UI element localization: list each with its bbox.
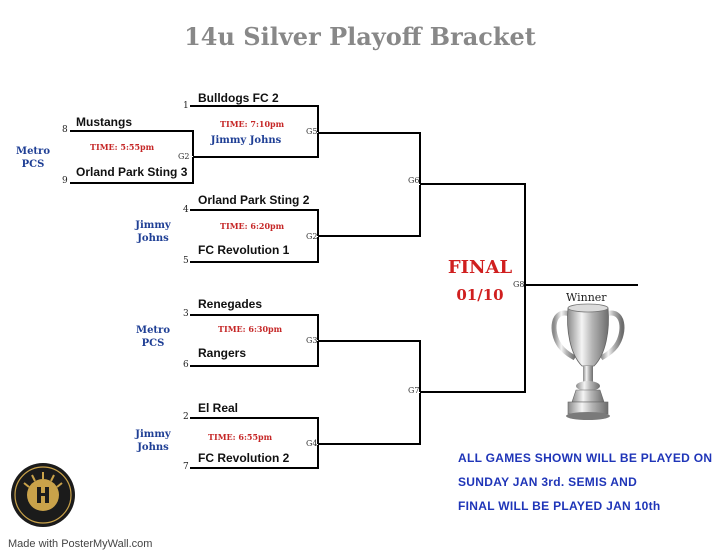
final-date: 01/10 (456, 286, 504, 304)
game-number: G3 (306, 336, 318, 345)
seed-number: 9 (62, 176, 68, 186)
city-seal-logo (11, 463, 75, 527)
schedule-notice-line: SUNDAY JAN 3rd. SEMIS AND (458, 475, 638, 489)
venue-label: Jimmy Johns (135, 220, 171, 244)
schedule-notice-line: FINAL WILL BE PLAYED JAN 10th (458, 499, 661, 513)
seed-number: 3 (183, 309, 189, 319)
seed-number: 1 (183, 101, 189, 111)
team-name: Rangers (198, 346, 247, 360)
bracket-line-round1 (70, 130, 194, 184)
bracket-line-qf2 (190, 209, 319, 263)
footer-credit: Made with PosterMyWall.com (8, 538, 153, 550)
final-label: FINAL (447, 257, 513, 278)
team-name: FC Revolution 2 (198, 451, 290, 465)
team-name: Orland Park Sting 3 (76, 165, 188, 179)
trophy-icon (551, 303, 625, 420)
winner-label: Winner (566, 291, 607, 304)
game-number: G5 (306, 127, 318, 136)
team-name: El Real (198, 401, 239, 415)
game-number: G4 (306, 439, 318, 448)
game-number: G7 (408, 386, 420, 395)
game-time: TIME: 6:55pm (208, 432, 273, 442)
bracket-line-sf2 (318, 340, 421, 445)
team-name: Mustangs (76, 115, 133, 129)
team-name: Bulldogs FC 2 (198, 91, 279, 105)
game-number: G2 (306, 232, 318, 241)
game-time: TIME: 7:10pm (220, 119, 285, 129)
game-number: G2 (178, 152, 190, 161)
seed-number: 5 (183, 256, 189, 266)
schedule-notice-line: ALL GAMES SHOWN WILL BE PLAYED ON (458, 451, 713, 465)
team-name: Renegades (198, 297, 263, 311)
seed-number: 2 (183, 412, 189, 422)
bracket-line-final (420, 183, 526, 393)
team-name: FC Revolution 1 (198, 243, 290, 257)
game-number: G6 (408, 176, 420, 185)
bracket-line-qf1 (190, 105, 319, 158)
seed-number: 7 (183, 462, 189, 472)
seed-number: 8 (62, 125, 68, 135)
seed-number: 4 (183, 205, 189, 215)
game-number: G8 (513, 280, 525, 289)
venue-label: Metro PCS (16, 146, 50, 170)
bracket-line-qf3 (190, 314, 319, 367)
bracket-line-sf1 (318, 132, 421, 237)
venue-label: Jimmy Johns (135, 429, 171, 453)
game-time: TIME: 5:55pm (90, 142, 155, 152)
game-time: TIME: 6:30pm (218, 324, 283, 334)
bracket-line-qf4 (190, 417, 319, 469)
game-time: TIME: 6:20pm (220, 221, 285, 231)
team-name: Orland Park Sting 2 (198, 193, 310, 207)
page-title: 14u Silver Playoff Bracket (184, 22, 536, 51)
venue-label: Jimmy Johns (210, 135, 282, 146)
venue-label: Metro PCS (136, 325, 170, 349)
seed-number: 6 (183, 360, 189, 370)
